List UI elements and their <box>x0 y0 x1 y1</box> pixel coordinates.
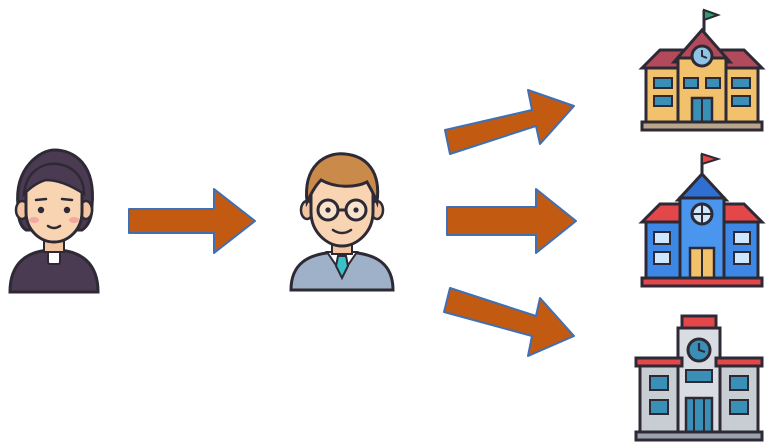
arrow-businessman-to-school-1 <box>440 82 580 162</box>
school-building-icon <box>638 152 766 288</box>
priest-avatar-icon <box>2 146 106 296</box>
school-building-icon <box>638 6 766 134</box>
arrow-priest-to-businessman <box>126 186 258 256</box>
businessman-avatar-icon <box>287 148 397 294</box>
arrow-businessman-to-school-3 <box>440 284 580 366</box>
arrow-businessman-to-school-2 <box>444 186 580 256</box>
school-building-icon <box>634 312 764 442</box>
